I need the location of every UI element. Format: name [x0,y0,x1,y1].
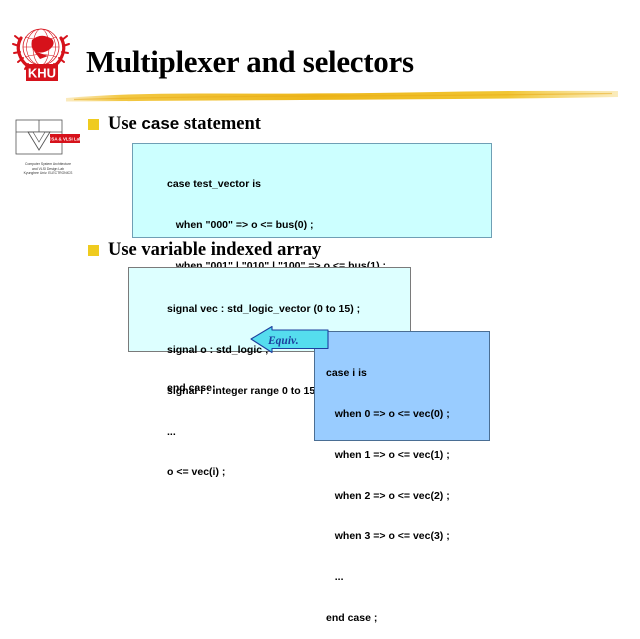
code-line: when 0 => o <= vec(0) ; [326,407,450,420]
equiv-arrow-icon [246,325,330,362]
page-title: Multiplexer and selectors [86,44,414,79]
code-line: when 3 => o <= vec(3) ; [326,530,450,543]
khu-university-logo: KHU [10,22,72,84]
code-line: signal vec : std_logic_vector (0 to 15) … [167,303,361,316]
code-line: when 1 => o <= vec(1) ; [326,448,450,461]
code-line: when 2 => o <= vec(2) ; [326,489,450,502]
bullet-square-icon [88,245,99,256]
khu-logo-icon: KHU [12,28,70,81]
bullet-item-label: Use variable indexed array [108,240,322,260]
bullet-suffix: statement [179,114,261,134]
code-line: o <= vec(i) ; [167,466,226,479]
lab-caption: Computer System Architecture and VLSI De… [23,162,73,176]
title-underline-brushstroke [64,88,620,104]
code-line: case test_vector is [167,178,261,191]
code-line: signal o : std_logic ; [167,343,269,356]
lab-logo-icon: CSA & VLSI Lab [15,119,82,155]
bullet-item-label: Use case statement [108,114,261,135]
equiv-arrow-label: Equiv. [268,335,299,347]
bullet-keyword: case [141,114,180,133]
bullet-item-variable-indexed-array: Use variable indexed array [88,240,321,261]
code-line: case i is [326,367,367,380]
code-box-case-statement: case test_vector is when "000" => o <= b… [132,143,492,394]
code-box-equivalent-case: case i is when 0 => o <= vec(0) ; when 1… [314,331,490,624]
code-line: ... [167,425,176,438]
code-line: when "000" => o <= bus(0) ; [167,218,314,231]
bullet-prefix: Use [108,114,142,134]
lab-logo: CSA & VLSI Lab Computer System Architect… [12,118,84,188]
code-line: ... [326,571,344,584]
code-line: end case; [167,382,216,395]
lab-badge-text: CSA & VLSI Lab [48,137,82,142]
code-line: end case ; [326,611,378,624]
bullet-item-case-statement: Use case statement [88,114,261,135]
bullet-square-icon [88,119,99,130]
khu-logo-text: KHU [28,66,56,81]
